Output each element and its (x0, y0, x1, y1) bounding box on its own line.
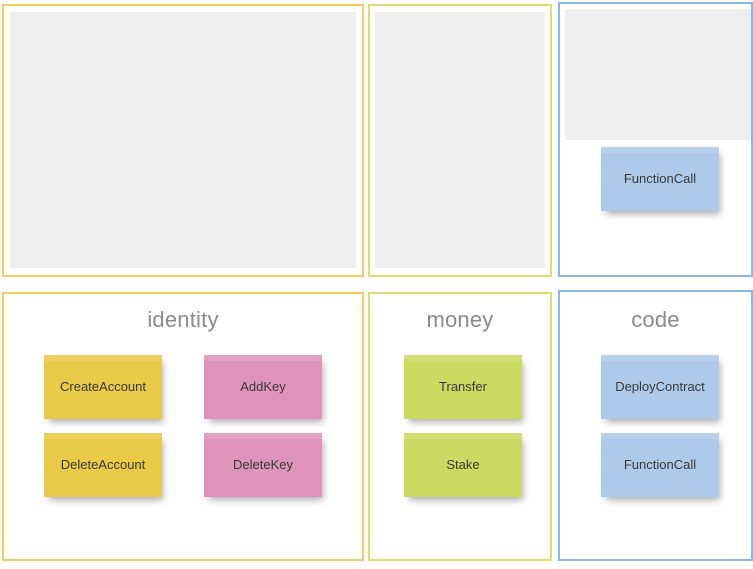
top-panel-code[interactable]: FunctionCall (558, 2, 753, 277)
card-label: DeleteAccount (60, 457, 146, 472)
card-transfer[interactable]: Transfer (404, 355, 522, 419)
bottom-panel-code[interactable]: code DeployContract FunctionCall (558, 290, 753, 561)
card-label: FunctionCall (623, 457, 697, 472)
bottom-panel-money[interactable]: money Transfer Stake (368, 292, 552, 561)
card-label: CreateAccount (60, 379, 146, 394)
placeholder-block-money (375, 12, 545, 268)
card-deploycontract[interactable]: DeployContract (601, 355, 719, 419)
panel-title-identity: identity (147, 307, 219, 332)
card-deleteaccount[interactable]: DeleteAccount (44, 433, 162, 497)
card-functioncall-top[interactable]: FunctionCall (601, 147, 719, 211)
card-label: FunctionCall (623, 171, 697, 186)
top-panel-money[interactable] (368, 4, 552, 277)
card-createaccount[interactable]: CreateAccount (44, 355, 162, 419)
bottom-panel-identity[interactable]: identity CreateAccount AddKey DeleteAcco… (2, 292, 364, 561)
card-addkey[interactable]: AddKey (204, 355, 322, 419)
placeholder-block-identity (10, 12, 356, 268)
card-label: Transfer (439, 379, 487, 394)
panel-title-money: money (426, 307, 494, 332)
card-label: AddKey (240, 379, 286, 394)
card-label: DeployContract (615, 379, 705, 394)
top-panel-identity[interactable] (2, 4, 364, 277)
card-stake[interactable]: Stake (404, 433, 522, 497)
card-functioncall-bottom[interactable]: FunctionCall (601, 433, 719, 497)
placeholder-block-code (565, 9, 751, 140)
panel-title-code: code (631, 307, 680, 332)
card-label: Stake (446, 457, 480, 472)
card-label: DeleteKey (233, 457, 293, 472)
card-deletekey[interactable]: DeleteKey (204, 433, 322, 497)
